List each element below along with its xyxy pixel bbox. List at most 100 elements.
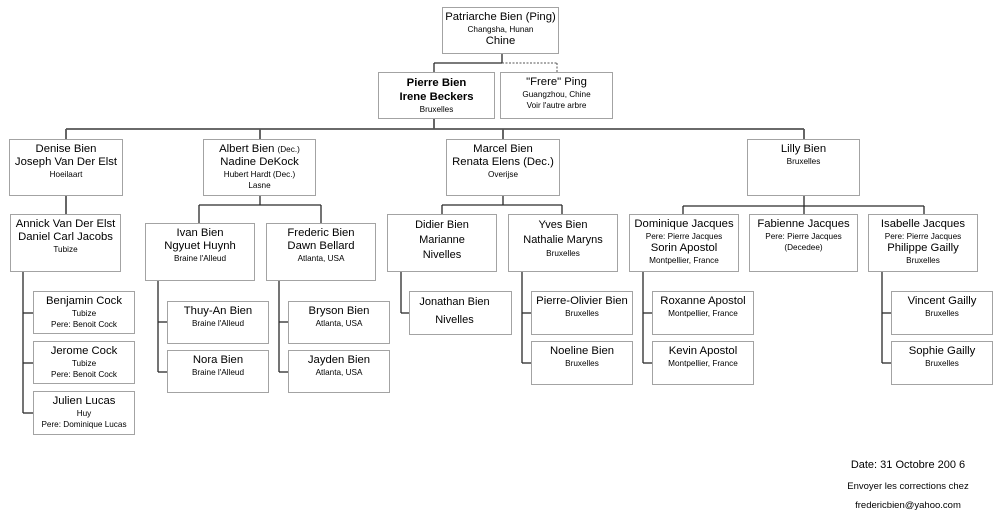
node-albert-bien[interactable]: Albert Bien (Dec.) Nadine DeKock Hubert … bbox=[203, 139, 316, 196]
person-name: Lilly Bien bbox=[780, 143, 827, 155]
location: Bruxelles bbox=[565, 309, 599, 318]
spouse-name: Nathalie Maryns bbox=[523, 234, 603, 246]
node-kevin-apostol[interactable]: Kevin Apostol Montpellier, France bbox=[652, 341, 754, 385]
location: Bruxelles bbox=[786, 157, 821, 166]
location: Bruxelles bbox=[419, 105, 454, 114]
location: Atlanta, USA bbox=[297, 254, 345, 263]
person-name: Isabelle Jacques bbox=[880, 218, 966, 230]
person-name: Denise Bien bbox=[35, 143, 97, 155]
node-patriarche-bien[interactable]: Patriarche Bien (Ping) Changsha, Hunan C… bbox=[442, 7, 559, 54]
node-pierre-bien[interactable]: Pierre Bien Irene Beckers Bruxelles bbox=[378, 72, 495, 119]
person-name: Julien Lucas bbox=[52, 395, 116, 407]
node-jayden-bien[interactable]: Jayden Bien Atlanta, USA bbox=[288, 350, 390, 393]
node-fabienne-jacques[interactable]: Fabienne Jacques Pere: Pierre Jacques (D… bbox=[749, 214, 858, 272]
person-name: Didier Bien bbox=[415, 219, 469, 231]
node-noeline-bien[interactable]: Noeline Bien Bruxelles bbox=[531, 341, 633, 385]
node-jerome-cock[interactable]: Jerome Cock Tubize Pere: Benoit Cock bbox=[33, 341, 135, 384]
person-name: Bryson Bien bbox=[308, 305, 370, 317]
location: Montpellier, France bbox=[668, 309, 738, 318]
location: Lasne bbox=[248, 181, 271, 190]
person-name: Jayden Bien bbox=[307, 354, 371, 366]
person-name: Jerome Cock bbox=[50, 345, 118, 357]
node-marcel-bien[interactable]: Marcel Bien Renata Elens (Dec.) Overijse bbox=[446, 139, 560, 196]
node-frederic-bien[interactable]: Frederic Bien Dawn Bellard Atlanta, USA bbox=[266, 223, 376, 281]
node-vincent-gailly[interactable]: Vincent Gailly Bruxelles bbox=[891, 291, 993, 335]
date-label: Date: 31 Octobre 200 6 bbox=[850, 459, 966, 471]
person-name: Yves Bien bbox=[538, 219, 588, 231]
spouse-name: Ngyuet Huynh bbox=[164, 240, 236, 252]
node-sophie-gailly[interactable]: Sophie Gailly Bruxelles bbox=[891, 341, 993, 385]
node-yves-bien[interactable]: Yves Bien Nathalie Maryns Bruxelles bbox=[508, 214, 618, 272]
person-name: Frederic Bien bbox=[287, 227, 355, 239]
node-denise-bien[interactable]: Denise Bien Joseph Van Der Elst Hoeilaar… bbox=[9, 139, 123, 196]
person-name: Roxanne Apostol bbox=[660, 295, 746, 307]
location: Bruxelles bbox=[546, 249, 580, 258]
location: Bruxelles bbox=[925, 309, 959, 318]
node-jonathan-bien[interactable]: Jonathan Bien Nivelles bbox=[409, 291, 512, 335]
person-name: Ivan Bien bbox=[176, 227, 224, 239]
person-name: "Frere" Ping bbox=[526, 76, 587, 88]
person-name: Thuy-An Bien bbox=[183, 305, 253, 317]
node-pierre-olivier-bien[interactable]: Pierre-Olivier Bien Bruxelles bbox=[531, 291, 633, 335]
spouse-name: Philippe Gailly bbox=[887, 242, 959, 254]
person-name: Pierre-Olivier Bien bbox=[536, 295, 628, 307]
spouse-name: Joseph Van Der Elst bbox=[14, 156, 118, 168]
node-didier-bien[interactable]: Didier Bien Marianne Nivelles bbox=[387, 214, 497, 272]
location: Bruxelles bbox=[565, 359, 599, 368]
node-ivan-bien[interactable]: Ivan Bien Ngyuet Huynh Braine l'Alleud bbox=[145, 223, 255, 281]
spouse-name: Renata Elens (Dec.) bbox=[452, 156, 554, 168]
spouse-name: Daniel Carl Jacobs bbox=[18, 231, 113, 243]
person-name: Nora Bien bbox=[192, 354, 244, 366]
father-note: Pere: Benoit Cock bbox=[51, 370, 117, 379]
node-thuy-an-bien[interactable]: Thuy-An Bien Braine l'Alleud bbox=[167, 301, 269, 344]
country: Chine bbox=[485, 35, 516, 47]
location: Montpellier, France bbox=[668, 359, 738, 368]
spouse-note: Hubert Hardt (Dec.) bbox=[223, 170, 296, 179]
name-text: Albert Bien bbox=[219, 143, 275, 155]
location: Tubize bbox=[53, 245, 78, 254]
person-name: Marcel Bien bbox=[473, 143, 533, 155]
father-note: Pere: Dominique Lucas bbox=[41, 420, 127, 429]
node-julien-lucas[interactable]: Julien Lucas Huy Pere: Dominique Lucas bbox=[33, 391, 135, 435]
location: Nivelles bbox=[422, 249, 462, 261]
location: Nivelles bbox=[435, 314, 474, 326]
node-frere-ping[interactable]: "Frere" Ping Guangzhou, Chine Voir l'aut… bbox=[500, 72, 613, 119]
location: Overijse bbox=[487, 170, 519, 179]
person-name: Jonathan Bien bbox=[419, 296, 490, 308]
location: Huy bbox=[76, 409, 92, 418]
father-note: Pere: Pierre Jacques bbox=[645, 232, 723, 241]
location: Tubize bbox=[71, 359, 97, 368]
node-roxanne-apostol[interactable]: Roxanne Apostol Montpellier, France bbox=[652, 291, 754, 335]
person-name: Sophie Gailly bbox=[908, 345, 976, 357]
node-bryson-bien[interactable]: Bryson Bien Atlanta, USA bbox=[288, 301, 390, 344]
location: Atlanta, USA bbox=[315, 319, 363, 328]
contact-email[interactable]: fredericbien@yahoo.com bbox=[855, 500, 961, 511]
see-other-tree-note: Voir l'autre arbre bbox=[526, 101, 587, 110]
person-name: Pierre Bien bbox=[406, 77, 467, 89]
spouse-name: Nadine DeKock bbox=[220, 156, 299, 168]
person-name: Patriarche Bien (Ping) bbox=[445, 11, 556, 23]
deceased-note: (Decedee) bbox=[784, 243, 823, 252]
spouse-name: Irene Beckers bbox=[399, 91, 474, 103]
node-annick-van-der-elst[interactable]: Annick Van Der Elst Daniel Carl Jacobs T… bbox=[10, 214, 121, 272]
person-name: Benjamin Cock bbox=[46, 295, 122, 307]
node-dominique-jacques[interactable]: Dominique Jacques Pere: Pierre Jacques S… bbox=[629, 214, 739, 272]
spouse-name: Sorin Apostol bbox=[650, 242, 718, 254]
node-benjamin-cock[interactable]: Benjamin Cock Tubize Pere: Benoit Cock bbox=[33, 291, 135, 334]
node-nora-bien[interactable]: Nora Bien Braine l'Alleud bbox=[167, 350, 269, 393]
location: Hoeilaart bbox=[49, 170, 83, 179]
location: Bruxelles bbox=[906, 256, 940, 265]
node-lilly-bien[interactable]: Lilly Bien Bruxelles bbox=[747, 139, 860, 196]
spouse-name: Dawn Bellard bbox=[287, 240, 355, 252]
person-name: Albert Bien (Dec.) bbox=[204, 143, 315, 156]
location: Tubize bbox=[71, 309, 97, 318]
node-isabelle-jacques[interactable]: Isabelle Jacques Pere: Pierre Jacques Ph… bbox=[868, 214, 978, 272]
location: Braine l'Alleud bbox=[191, 368, 245, 377]
location: Braine l'Alleud bbox=[173, 254, 227, 263]
father-note: Pere: Pierre Jacques bbox=[765, 232, 842, 241]
location: Braine l'Alleud bbox=[191, 319, 245, 328]
deceased-tag: (Dec.) bbox=[277, 145, 300, 154]
location: Atlanta, USA bbox=[315, 368, 363, 377]
corrections-note: Envoyer les corrections chez bbox=[847, 481, 969, 492]
